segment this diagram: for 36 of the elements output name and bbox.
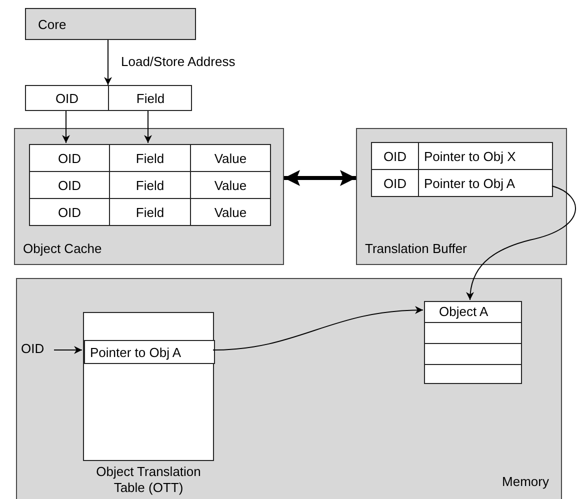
group-panel	[14, 128, 284, 265]
table-cell: Value	[190, 144, 271, 172]
table-cell: OID	[371, 142, 419, 170]
edge-label: Load/Store Address	[120, 54, 236, 69]
table-cell: OID	[29, 144, 110, 172]
arrow	[466, 186, 576, 300]
table-cell: OID	[29, 198, 110, 226]
arrow	[212, 306, 424, 350]
arrow	[144, 110, 152, 144]
group-panel	[356, 128, 567, 265]
table-cell: Field	[109, 171, 191, 199]
table-cell: Pointer to Obj A	[84, 340, 215, 364]
table-cell: OID	[29, 171, 110, 199]
object-label: Object A	[439, 304, 488, 319]
table-cell: Field	[109, 144, 191, 172]
object-box	[424, 301, 522, 384]
core-box: Core	[25, 8, 196, 40]
table-cell: Value	[190, 171, 271, 199]
table-cell: OID	[371, 169, 419, 197]
table-caption: Object Translation Table (OTT)	[95, 464, 202, 496]
table-cell: Field	[108, 85, 192, 111]
address-register	[25, 85, 192, 111]
table-cell: Field	[109, 198, 191, 226]
table-cell: OID	[25, 85, 109, 111]
arrow	[104, 40, 112, 86]
group-panel	[16, 278, 562, 499]
group-label: Translation Buffer	[365, 241, 467, 256]
table-cell: Pointer to Obj A	[418, 169, 553, 197]
group-label: Object Cache	[23, 241, 102, 256]
table-cell: Value	[190, 198, 271, 226]
input-label: OID	[21, 341, 51, 361]
group-label: Memory	[502, 474, 549, 489]
arrow	[54, 346, 82, 354]
arrow	[62, 110, 70, 144]
double-arrow	[284, 170, 356, 186]
table-cell: Pointer to Obj X	[418, 142, 553, 170]
